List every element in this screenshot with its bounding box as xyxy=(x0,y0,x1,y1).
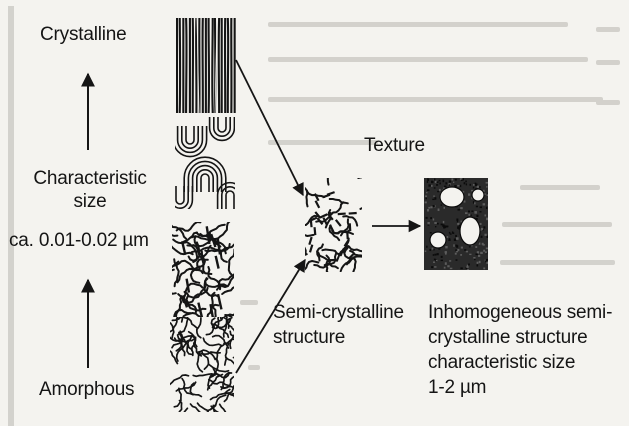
label-inhomogeneous-line4: 1-2 µm xyxy=(428,377,486,399)
label-semi-crystalline-line1: Semi-crystalline xyxy=(273,302,404,324)
arrow-crystalline-to-semi xyxy=(236,60,303,195)
semi-ordered-panel xyxy=(150,215,249,324)
label-inhomogeneous-line1: Inhomogeneous semi- xyxy=(428,302,612,324)
amorphous-structure-panel xyxy=(162,299,252,422)
label-size: size xyxy=(23,191,157,213)
label-characteristic: Characteristic xyxy=(23,168,157,190)
label-size-range: ca. 0.01-0.02 µm xyxy=(9,230,149,252)
label-semi-crystalline-line2: structure xyxy=(273,327,345,349)
label-inhomogeneous-line3: characteristic size xyxy=(428,352,575,374)
label-crystalline: Crystalline xyxy=(40,24,127,46)
label-inhomogeneous-line2: crystalline structure xyxy=(428,327,587,349)
crystalline-structure-panel xyxy=(176,18,236,113)
semi-crystalline-structure-image xyxy=(295,170,378,277)
inhomogeneous-structure-image xyxy=(424,178,490,272)
curved-lamellae-panel xyxy=(168,114,243,212)
label-texture: Texture xyxy=(364,135,425,157)
label-amorphous: Amorphous xyxy=(39,379,134,401)
